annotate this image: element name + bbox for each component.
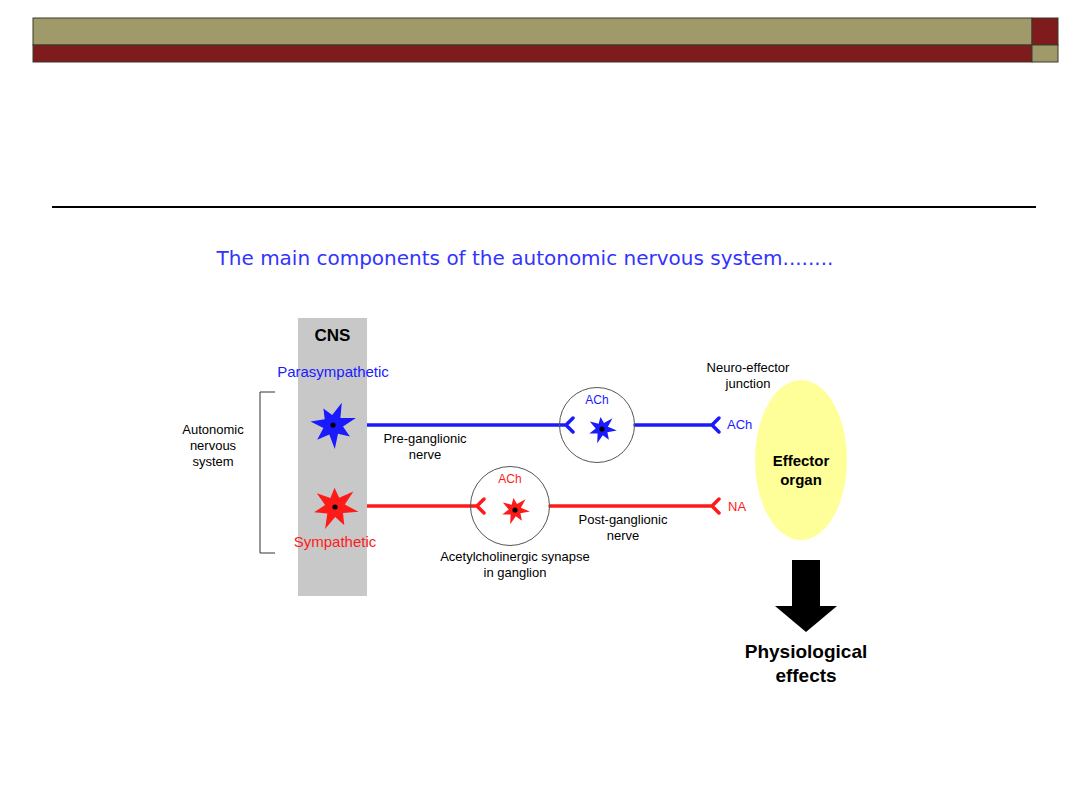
transmitter-label: ACh [727,417,752,433]
nerve-fibre-line [550,499,719,513]
neuron: Parasympathetic [309,401,357,449]
organ-outline [755,380,847,540]
neuron-nucleus [332,504,337,509]
node-label: ACh [559,393,635,407]
neuron-symbol [311,483,359,531]
nerve-fibre-line [635,418,719,432]
neuron-body [589,417,617,443]
ganglion-outline [471,467,550,546]
nerve-label: Post-ganglionic nerve [573,512,673,544]
synapse-label: Acetylcholinergic synapse in ganglion [435,549,595,581]
nerve-fibre-line [359,499,484,513]
nerve-fibre [359,499,484,513]
down-arrow [775,606,837,632]
header-square [1032,45,1058,62]
neuron-symbol [309,401,357,449]
neuron-nucleus [599,426,604,431]
ganglion-outline [560,388,635,463]
effects-label: Physiological effects [721,640,891,688]
down-arrow [792,560,820,607]
header-bar [33,18,1032,45]
cns-band: CNS ParasympatheticSympathetic [298,318,367,596]
nerve-fibre [550,499,719,513]
nerve-fibre [357,418,573,432]
effector-organ: Effector organ [755,380,847,540]
node-label: Effector organ [761,451,841,489]
ganglion-circle: ACh [470,466,550,546]
nerve-fibre [635,418,719,432]
node-label: CNS [298,326,367,346]
node-label: Sympathetic [294,533,377,550]
divider-line [52,206,1036,208]
neuron: Sympathetic [311,483,359,531]
transmitter-label: NA [728,499,746,515]
neuron-body [502,498,530,524]
bracket [260,392,275,553]
ganglion-circle: ACh [559,387,635,463]
junction-label: Neuro-effector junction [693,360,803,392]
system-label: Autonomic nervous system [168,422,258,470]
header-bar [33,45,1032,62]
slide-title: The main components of the autonomic ner… [75,246,975,270]
neuron-nucleus [512,507,517,512]
neuron-nucleus [330,422,335,427]
nerve-label: Pre-ganglionic nerve [370,431,480,463]
nerve-fibre-line [357,418,573,432]
neuron-body [311,403,356,449]
neuron-body [314,488,358,529]
header-square [1032,18,1058,45]
node-label: Parasympathetic [277,363,389,380]
node-label: ACh [470,472,550,486]
